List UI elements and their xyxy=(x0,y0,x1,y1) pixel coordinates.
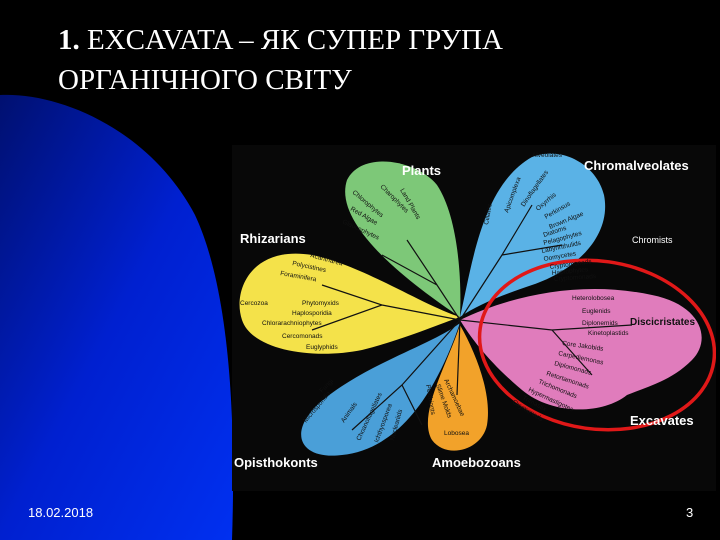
taxon-ciliates: Ciliates xyxy=(483,202,494,225)
eukaryote-tree-figure: Plants Chromalveolates Rhizarians Chromi… xyxy=(232,145,716,491)
taxon-cryptomonads-2: Cryptomonads xyxy=(554,273,597,283)
title-number: 1. xyxy=(58,24,80,56)
slide-title: 1. EXCAVATA – ЯК СУПЕР ГРУПА ОРГАНІЧНОГО… xyxy=(58,20,698,100)
slide-page-number: 3 xyxy=(686,505,694,520)
taxon-phytomyxids: Phytomyxids xyxy=(302,300,340,307)
taxon-alveolates: Alveolates xyxy=(532,152,563,159)
rhizarians-petal xyxy=(239,253,460,354)
taxon-haptophytes: Haptophytes xyxy=(551,266,589,277)
taxon-euglenids: Euglenids xyxy=(582,308,611,315)
chromalveolates-label: Chromalveolates xyxy=(584,158,689,173)
excavates-petal xyxy=(460,289,702,410)
plants-petal xyxy=(345,161,461,317)
excavates-highlight-ellipse xyxy=(477,258,716,432)
taxon-diplonemids: Diplonemids xyxy=(582,320,619,327)
excavates-label: Excavates xyxy=(630,413,694,428)
taxon-haplosporidia: Haplosporidia xyxy=(292,310,332,317)
tree-branches xyxy=(311,204,633,431)
taxon-chlorarachniophytes: Chlorarachniophytes xyxy=(262,320,322,327)
taxon-lobosea: Lobosea xyxy=(444,430,469,437)
plants-label: Plants xyxy=(402,163,441,178)
taxon-cercozoa: Cercozoa xyxy=(240,300,268,307)
opisthokonts-label: Opisthokonts xyxy=(234,455,318,470)
opisthokonts-petal xyxy=(301,323,460,456)
taxon-cercomonads: Cercomonads xyxy=(282,333,323,340)
amoebozoans-petal xyxy=(427,325,488,451)
amoebozoans-label: Amoebozoans xyxy=(432,455,521,470)
title-line-1: EXCAVATA – ЯК СУПЕР ГРУПА xyxy=(87,24,503,56)
chromists-label: Chromists xyxy=(632,235,673,245)
chromalveolates-petal xyxy=(460,153,606,317)
title-line-2: ОРГАНІЧНОГО СВІТУ xyxy=(58,64,352,96)
taxon-kinetoplastids: Kinetoplastids xyxy=(588,330,629,337)
rhizarians-label: Rhizarians xyxy=(240,231,306,246)
taxon-heterolobosea: Heterolobosea xyxy=(572,295,615,302)
discicristates-label: Discicristates xyxy=(630,317,695,328)
taxon-euglyphids: Euglyphids xyxy=(306,344,339,351)
slide-date: 18.02.2018 xyxy=(28,505,94,520)
